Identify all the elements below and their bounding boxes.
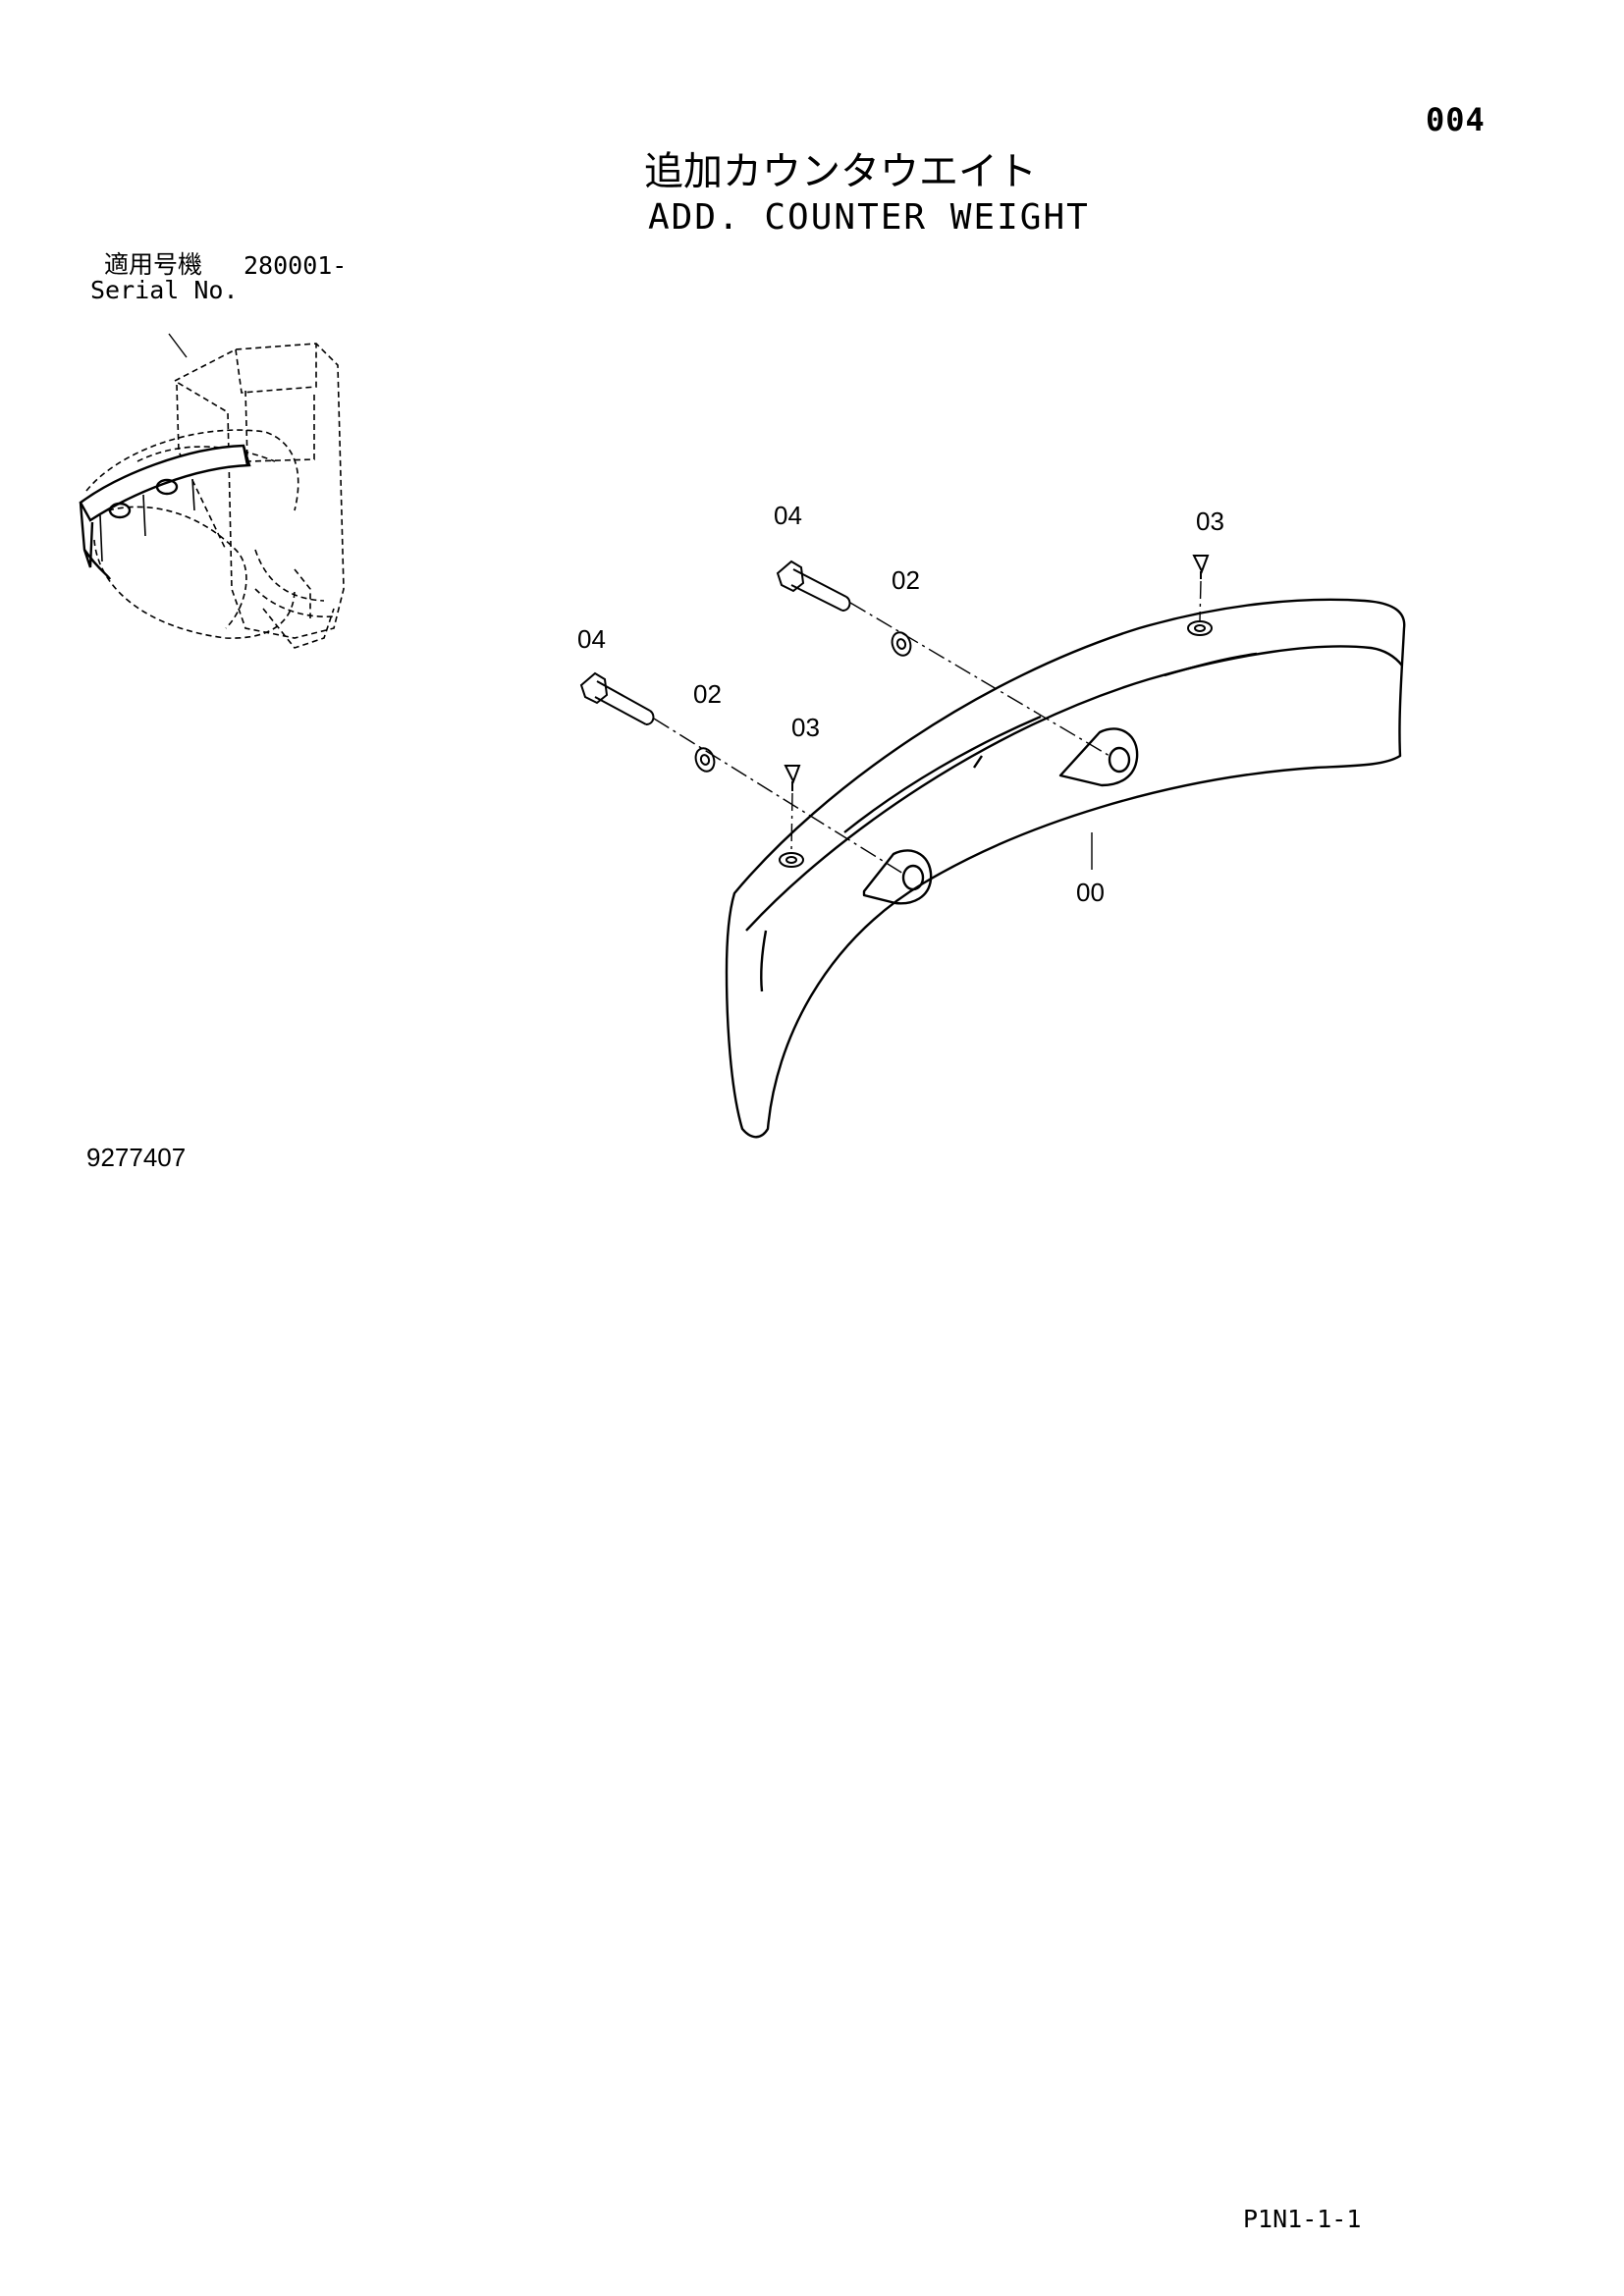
page-title-english: ADD. COUNTER WEIGHT	[648, 197, 1090, 238]
sheet-reference: P1N1-1-1	[1243, 2205, 1362, 2233]
counterweight-outline	[725, 598, 1406, 1139]
callout-04-lower: 04	[577, 624, 606, 654]
washer-02-upper	[891, 631, 912, 657]
callout-03-lower: 03	[791, 713, 820, 742]
callout-04-upper: 04	[774, 501, 802, 530]
serial-range: 280001-	[244, 251, 348, 280]
thumbnail-leader-line	[168, 333, 188, 358]
callout-02-lower: 02	[693, 679, 722, 709]
page-title-japanese: 追加カウンタウエイト	[644, 149, 1037, 194]
drawing-number: 9277407	[86, 1143, 187, 1172]
plug-03-upper	[1187, 555, 1213, 636]
bolt-04-upper	[776, 560, 851, 612]
washer-02-lower	[694, 747, 716, 773]
plug-03-lower	[779, 765, 804, 868]
serial-label-japanese: 適用号機	[104, 250, 203, 279]
assembly-lines	[653, 580, 1202, 875]
callout-00: 00	[1076, 878, 1105, 907]
thumbnail-counterweight-highlight	[79, 444, 251, 580]
serial-label-english: Serial No.	[90, 276, 239, 304]
page-number: 004	[1426, 101, 1486, 138]
bolt-04-lower	[579, 671, 655, 725]
callout-03-upper: 03	[1196, 507, 1224, 536]
callout-02-upper: 02	[892, 565, 920, 595]
